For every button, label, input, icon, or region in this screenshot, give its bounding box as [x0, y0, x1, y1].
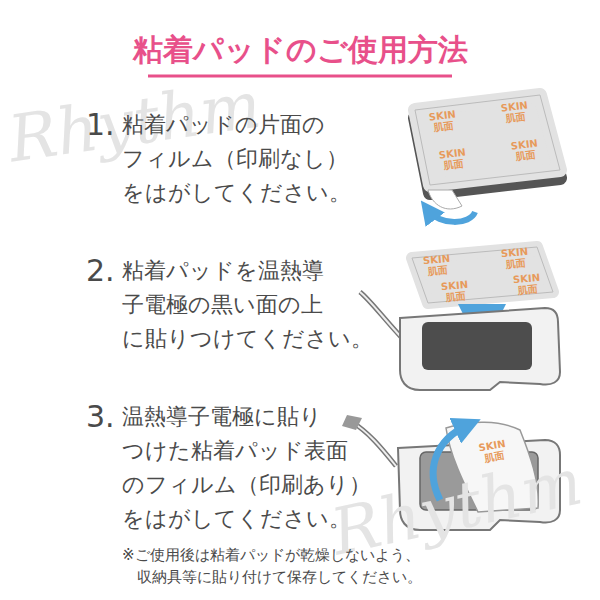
- pad-print: SKIN 肌面: [511, 272, 543, 297]
- pad-print: SKIN 肌面: [439, 279, 471, 304]
- pad-step1: [415, 95, 560, 222]
- pad-print: SKIN 肌面: [499, 99, 531, 124]
- electrode-step2: [360, 292, 560, 390]
- title: 粘着パッドのご使用方法: [133, 30, 468, 70]
- step-text: 温熱導子電極に貼り つけた粘着パッド表面 のフィルム（印刷あり） をはがしてくだ…: [122, 400, 374, 536]
- pad-print: SKIN 肌面: [427, 108, 459, 133]
- pad-print: SKIN 肌面: [499, 246, 531, 271]
- pad-print: SKIN 肌面: [509, 137, 541, 162]
- pad-print: SKIN 肌面: [437, 146, 469, 171]
- step-text: 粘着パッドを温熱導 子電極の黒い面の上 に貼りつけてください。: [122, 254, 374, 356]
- note: ※ご使用後は粘着パッドが乾燥しないよう、 収納具等に貼り付けて保存してください。: [122, 544, 477, 588]
- step-text: 粘着パッドの片面の フィルム（印刷なし） をはがしてください。: [122, 108, 374, 210]
- step-number: 2.: [86, 254, 115, 288]
- step-number: 1.: [86, 108, 115, 142]
- step-number: 3.: [86, 400, 115, 434]
- pad-print: SKIN 肌面: [421, 253, 453, 278]
